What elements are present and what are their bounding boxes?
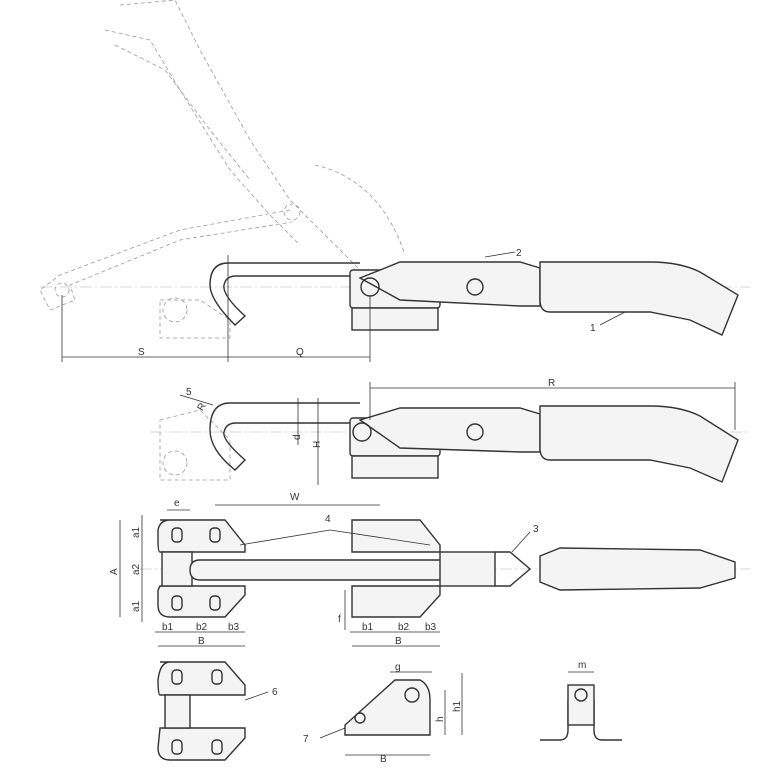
detail-plate-6: 6 — [157, 661, 278, 761]
dim-B-left: B — [198, 636, 205, 647]
dim-b1-right: b1 — [362, 622, 374, 633]
dim-b2-left: b2 — [196, 622, 208, 633]
detail-bracket-7: 7 g h h1 B — [303, 662, 463, 765]
label-part-5: 5 — [186, 387, 192, 398]
handle-part-1 — [539, 261, 739, 336]
side-view-1: 2 1 S Q — [39, 0, 750, 362]
hook-rod — [189, 559, 451, 581]
dim-B-right: B — [395, 636, 402, 647]
dim-m: m — [578, 660, 586, 671]
dim-g: g — [395, 662, 401, 673]
label-part-4: 4 — [325, 514, 331, 525]
dim-W: W — [290, 492, 300, 503]
base-plate — [351, 307, 439, 331]
dim-b1-left: b1 — [162, 622, 174, 633]
label-part-2: 2 — [516, 248, 522, 259]
hook-part-5 — [209, 262, 360, 326]
dim-a1-bottom: a1 — [131, 600, 142, 612]
detail-front-view: m — [540, 660, 622, 741]
radius-label: R — [196, 401, 209, 413]
dim-R: R — [548, 378, 555, 389]
dim-d: d — [292, 434, 303, 440]
dim-f: f — [338, 614, 341, 625]
dim-Q: Q — [296, 347, 304, 358]
dim-S: S — [138, 347, 145, 358]
dim-h: h — [435, 716, 446, 722]
side-view-2: R 5 R d H — [150, 378, 750, 485]
dim-H: H — [312, 441, 323, 448]
dim-h1: h1 — [452, 700, 463, 712]
dim-b2-right: b2 — [398, 622, 410, 633]
hook-part-5-view2 — [209, 402, 360, 471]
dim-e: e — [174, 498, 180, 509]
label-part-3: 3 — [533, 524, 539, 535]
label-part-6: 6 — [272, 687, 278, 698]
open-position-ghost — [39, 0, 406, 339]
label-part-1: 1 — [590, 323, 596, 334]
dim-B-bracket: B — [380, 754, 387, 765]
handle-plan — [539, 547, 736, 591]
plan-view: 4 3 W e A a1 a2 a1 b1 b2 b3 B f b1 b2 b3… — [109, 492, 750, 647]
dim-a2: a2 — [131, 563, 142, 575]
dim-b3-right: b3 — [425, 622, 437, 633]
label-part-7: 7 — [303, 734, 309, 745]
dim-a1-top: a1 — [131, 526, 142, 538]
dim-b3-left: b3 — [228, 622, 240, 633]
dim-A: A — [109, 568, 120, 575]
